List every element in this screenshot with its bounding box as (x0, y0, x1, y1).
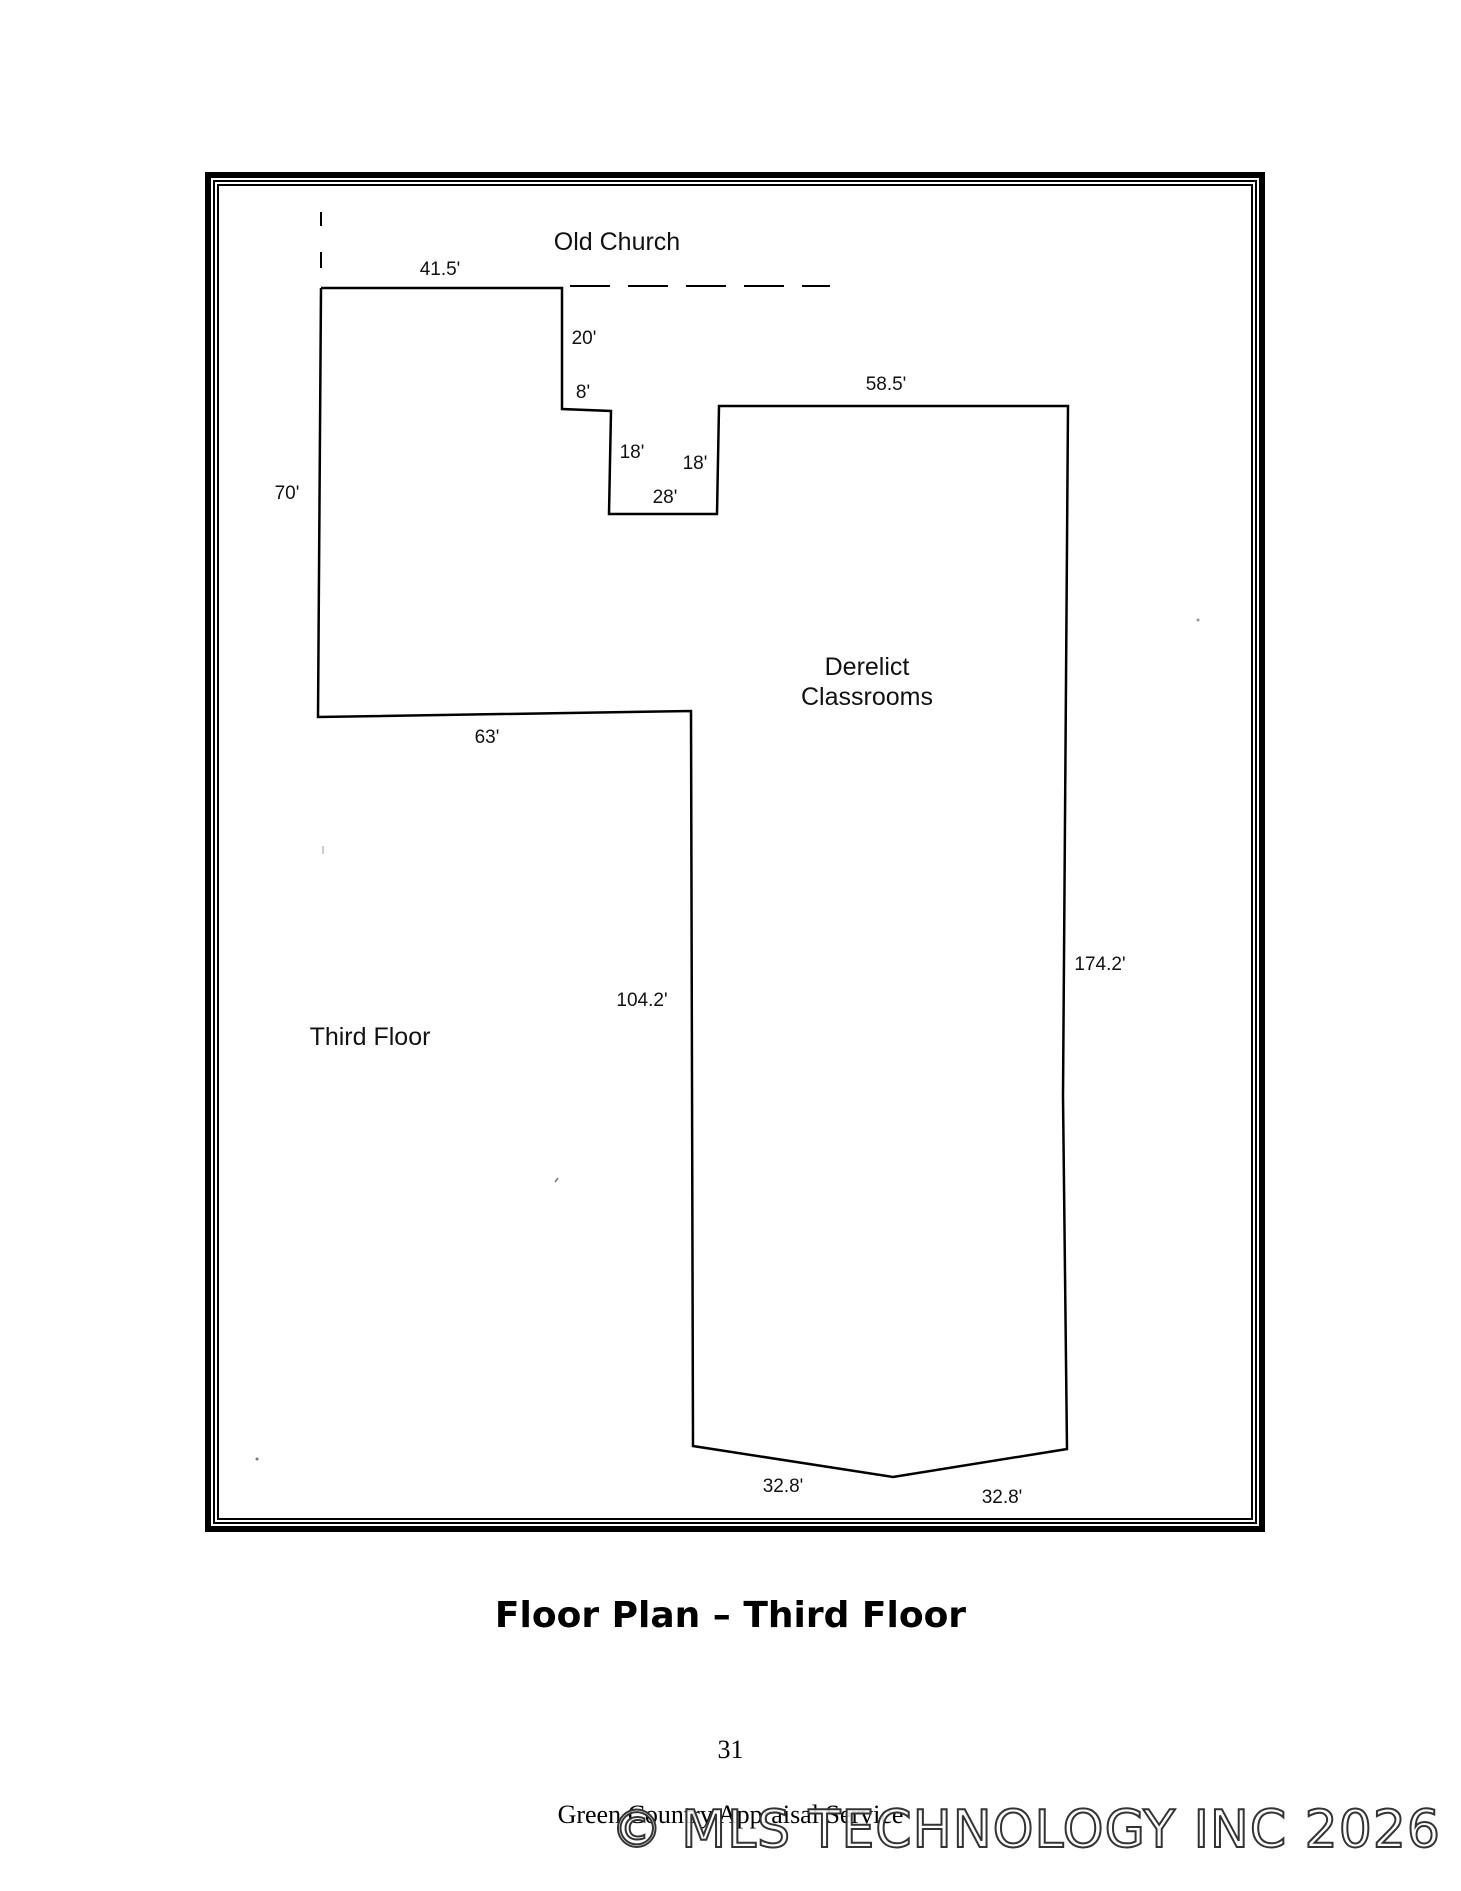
dim-inner-bottom: 28' (653, 487, 678, 508)
dim-bottom-right: 32.8' (982, 1487, 1023, 1508)
dim-right-side: 174.2' (1074, 954, 1125, 975)
dim-notch-step: 8' (576, 382, 590, 403)
dim-inner-right: 18' (683, 453, 708, 474)
speck (255, 1457, 259, 1461)
copyright-watermark: © MLS TECHNOLOGY INC 2026 (610, 1799, 1441, 1861)
dim-top-left: 41.5' (420, 259, 461, 280)
dim-wing-bottom: 63' (475, 727, 500, 748)
page-number: 31 (717, 1735, 744, 1764)
floor-plan-caption: Floor Plan – Third Floor (494, 1595, 967, 1636)
middle-border (213, 180, 1257, 1524)
floor-plan-drawing: Old Church Derelict Classrooms Third Flo… (205, 172, 1265, 1532)
dim-notch-drop: 20' (572, 328, 597, 349)
dim-inner-left: 18' (620, 442, 645, 463)
dim-left-side: 70' (275, 483, 300, 504)
footer-company: Green Country Appraisal Service (557, 1800, 904, 1829)
label-third-floor: Third Floor (310, 1023, 431, 1051)
label-derelict: Derelict (825, 653, 910, 681)
inner-border (217, 184, 1253, 1520)
dim-top-right: 58.5' (866, 374, 907, 395)
floor-outline (316, 286, 1070, 1479)
label-classrooms: Classrooms (801, 683, 933, 711)
speck (554, 1177, 559, 1183)
outer-border (205, 172, 1265, 1532)
floor-plan-frame: Old Church Derelict Classrooms Third Flo… (205, 172, 1265, 1532)
label-old-church: Old Church (554, 228, 680, 256)
speck (1196, 618, 1200, 622)
dim-inner-long: 104.2' (616, 990, 667, 1011)
dim-bottom-left: 32.8' (763, 1476, 804, 1497)
